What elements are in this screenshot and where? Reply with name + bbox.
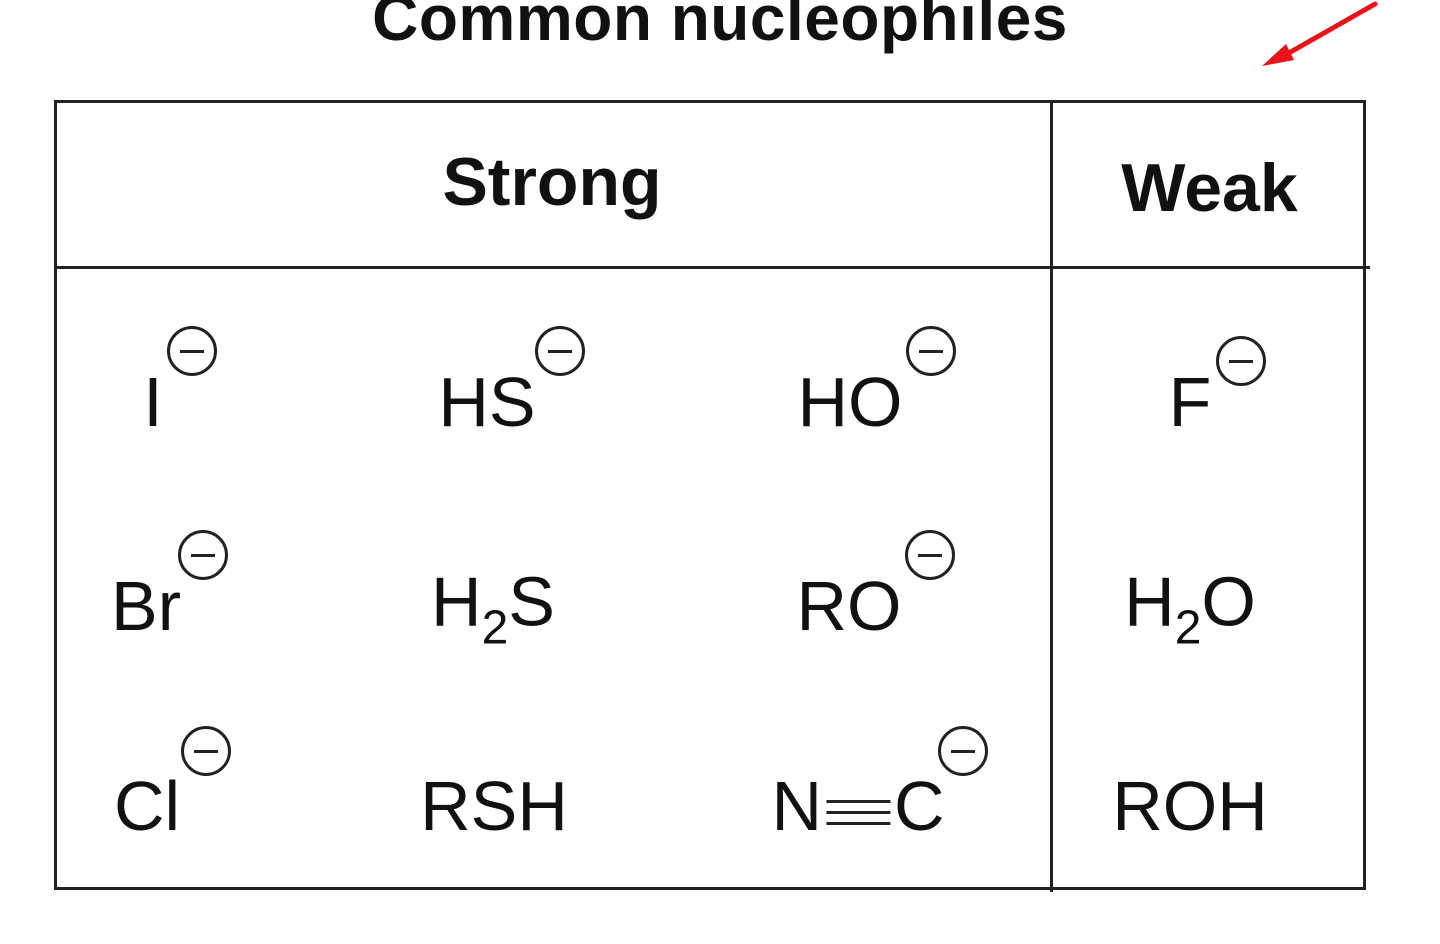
formula-text: I <box>143 363 163 441</box>
formula-part: H <box>1124 562 1175 641</box>
negative-charge-icon <box>178 530 228 580</box>
formula-text: HO <box>797 363 903 441</box>
formula-text: ROH <box>1112 767 1268 845</box>
formula-text: Br <box>111 567 181 645</box>
formula-text: HS <box>438 363 536 441</box>
negative-charge-icon <box>167 326 217 376</box>
triple-bond-icon <box>822 782 894 842</box>
formula-text: RO <box>796 567 902 645</box>
negative-charge-icon <box>906 326 956 376</box>
negative-charge-icon <box>1216 336 1266 386</box>
formula-text: F <box>1168 363 1212 441</box>
negative-charge-icon <box>938 726 988 776</box>
formula-part: O <box>1201 562 1256 641</box>
column-divider <box>1050 100 1053 892</box>
subscript: 2 <box>481 601 509 655</box>
page-title: Common nucleophiles <box>372 0 1068 54</box>
header-divider <box>54 266 1370 269</box>
subscript: 2 <box>1174 601 1202 655</box>
formula-part: H <box>431 562 482 641</box>
negative-charge-icon <box>905 530 955 580</box>
formula-text: H2O <box>1124 562 1256 655</box>
negative-charge-icon <box>181 726 231 776</box>
nucleophile-table <box>54 100 1366 890</box>
formula-text: RSH <box>420 767 568 845</box>
formula-part: C <box>894 767 945 845</box>
strong-header: Strong <box>442 144 662 220</box>
formula-text: Cl <box>113 767 181 845</box>
formula-part: S <box>508 562 555 641</box>
negative-charge-icon <box>535 326 585 376</box>
formula-part: N <box>771 767 822 845</box>
red-arrow-annotation <box>1262 1 1378 66</box>
formula-text: H2S <box>431 562 555 655</box>
weak-header: Weak <box>1121 150 1298 226</box>
